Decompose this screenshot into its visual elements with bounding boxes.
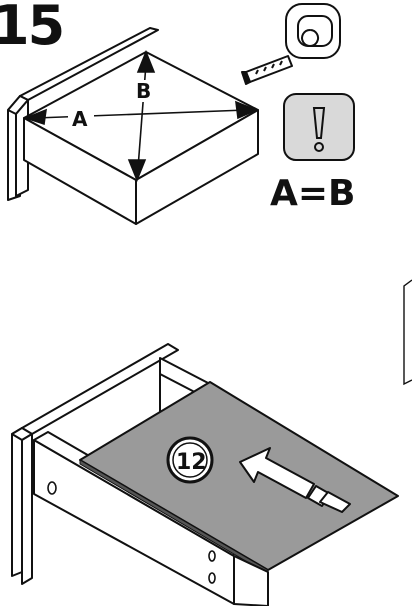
slide-in-arrow-icon [239, 447, 351, 513]
part-number-badge [166, 436, 214, 484]
diagonal-b-label: B [136, 79, 151, 103]
part-number-label: 12 [176, 450, 207, 475]
equation-label: A=B [270, 173, 355, 214]
cam-holes [47, 481, 216, 584]
step-number: 15 [0, 0, 63, 57]
side-detail-frame [403, 279, 412, 386]
exclamation-icon [283, 93, 355, 161]
tape-measure-icon [241, 3, 341, 85]
drawer-box-top-view [7, 27, 259, 225]
diagonal-a-label: A [72, 107, 88, 131]
